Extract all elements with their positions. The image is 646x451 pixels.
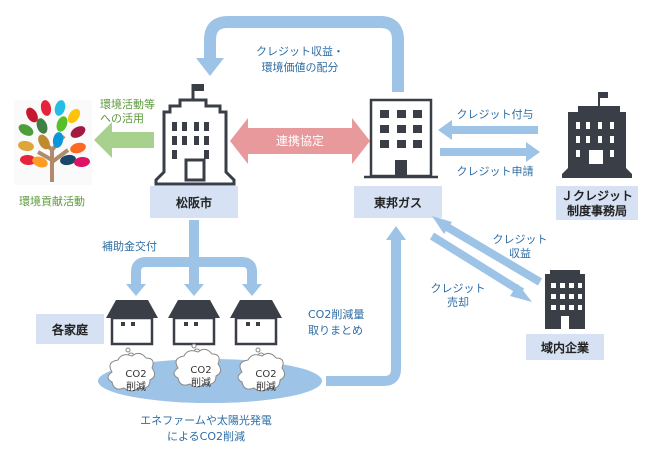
office-building-icon	[364, 98, 438, 179]
credit-revenue-label-1: クレジット	[493, 233, 548, 246]
revenue-distribution-arrow	[196, 16, 404, 92]
house-icon	[106, 300, 158, 346]
caption-line-1: エネファームや太陽光発電	[140, 413, 272, 427]
credit-revenue-arrow	[432, 216, 543, 286]
cloud-label-3b: 削減	[256, 380, 276, 393]
house-icon	[230, 300, 282, 346]
toho-gas-box	[354, 186, 442, 218]
partnership-label: 連携協定	[276, 133, 324, 148]
partnership-arrow	[230, 118, 370, 164]
credit-sale-label-2: 売却	[447, 296, 469, 309]
house-icon	[168, 300, 220, 346]
cloud-label-1b: 削減	[126, 380, 146, 393]
cloud-label-3a: CO2	[255, 369, 276, 380]
credit-sale-label-1: クレジット	[431, 282, 486, 295]
toho-gas-label: 東邦ガス	[374, 195, 422, 210]
sdg-tree-icon	[14, 100, 92, 185]
caption-line-2: によるCO2削減	[167, 429, 245, 443]
credit-application-label: クレジット申請	[457, 164, 534, 178]
matsusaka-box	[150, 186, 238, 218]
households-box	[36, 314, 104, 344]
env-use-label-2: への活用	[100, 112, 144, 125]
company-building-icon	[545, 270, 585, 329]
credit-grant-arrow	[438, 120, 538, 140]
revenue-distribution-label-1: クレジット収益・	[256, 44, 344, 58]
subsidy-arrow	[126, 220, 262, 296]
j-credit-office-label-1: Ｊクレジット	[561, 189, 633, 203]
co2-aggregation-label-1: CO2削減量	[308, 307, 364, 321]
local-companies-label: 域内企業	[541, 340, 590, 355]
credit-revenue-label-2: 収益	[509, 246, 531, 260]
credit-application-arrow	[440, 142, 540, 162]
credit-sale-arrow	[429, 232, 532, 302]
cloud-icon	[173, 343, 222, 388]
co2-aggregation-label-2: 取りまとめ	[308, 324, 363, 337]
credit-grant-label: クレジット付与	[457, 108, 534, 121]
cloud-label-2b: 削減	[191, 376, 211, 389]
j-credit-office-box	[556, 186, 638, 220]
subsidy-label: 補助金交付	[102, 239, 157, 253]
env-use-label-1: 環境活動等	[100, 97, 155, 111]
revenue-distribution-label-2: 環境価値の配分	[262, 60, 339, 74]
cloud-label-1a: CO2	[125, 369, 146, 380]
co2-aggregation-arrow	[326, 226, 406, 386]
cloud-icon	[107, 347, 156, 392]
government-building-icon	[562, 92, 632, 178]
env-activities-label: 環境貢献活動	[19, 194, 85, 208]
city-hall-building-icon	[154, 84, 236, 186]
j-credit-office-label-2: 制度事務局	[567, 203, 627, 218]
env-use-arrow	[94, 122, 154, 158]
cloud-icon	[237, 347, 286, 392]
local-companies-box	[526, 334, 604, 360]
cloud-label-2a: CO2	[190, 365, 211, 376]
households-label: 各家庭	[51, 322, 88, 337]
matsusaka-label: 松阪市	[176, 195, 212, 210]
